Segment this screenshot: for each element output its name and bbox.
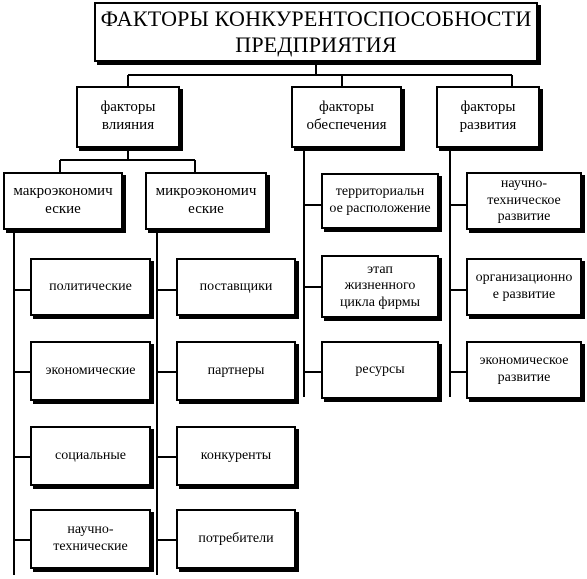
diagram-title: ФАКТОРЫ КОНКУРЕНТОСПОСОБНОСТИ ПРЕДПРИЯТИ… — [94, 2, 538, 62]
development-item-organizational: организационно е развитие — [466, 258, 582, 316]
subgroup-micro: микроэкономич еские — [145, 172, 267, 230]
micro-item-partners: партнеры — [176, 341, 296, 401]
macro-item-economic: экономические — [30, 341, 151, 401]
provision-item-lifecycle: этап жизненного цикла фирмы — [321, 255, 439, 318]
development-item-economic: экономическое развитие — [466, 341, 582, 399]
micro-item-competitors: конкуренты — [176, 426, 296, 486]
macro-item-scitech: научно- технические — [30, 509, 151, 569]
group-provision: факторы обеспечения — [291, 86, 402, 148]
provision-item-location: территориальн ое расположение — [321, 173, 439, 229]
group-influence: факторы влияния — [76, 86, 180, 148]
micro-item-consumers: потребители — [176, 509, 296, 569]
provision-item-resources: ресурсы — [321, 341, 439, 399]
macro-item-political: политические — [30, 258, 151, 316]
micro-item-suppliers: поставщики — [176, 258, 296, 316]
macro-item-social: социальные — [30, 426, 151, 486]
group-development: факторы развития — [436, 86, 540, 148]
subgroup-macro: макроэкономич еские — [3, 172, 123, 230]
development-item-scitech: научно- техническое развитие — [466, 172, 582, 230]
